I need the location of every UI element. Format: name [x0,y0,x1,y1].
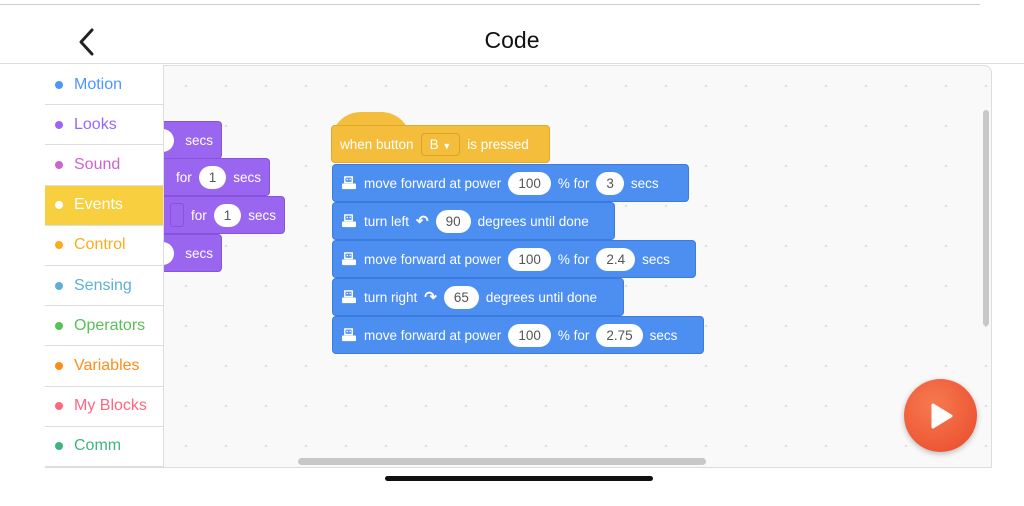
robot-icon [342,176,356,190]
block-label: secs [630,175,659,191]
category-label: Looks [74,115,117,133]
back-button[interactable] [76,27,98,57]
category-dot-icon [55,160,63,169]
block-label: move forward at power [364,251,502,267]
category-dot-icon [55,120,63,129]
block-label: % for [557,251,590,267]
palette-block[interactable]: for 1 secs [150,196,285,234]
value-input[interactable]: 2.75 [596,323,643,347]
turn-left-icon: ↶ [416,213,429,230]
chevron-left-icon [79,28,94,56]
horizontal-scrollbar[interactable] [298,458,706,465]
dropdown[interactable] [169,203,184,227]
category-dot-icon [55,201,63,210]
category-events[interactable]: Events [45,185,163,226]
category-dot-icon [55,80,63,89]
category-operators[interactable]: Operators [45,306,163,347]
category-label: Operators [74,316,146,334]
category-sound[interactable]: Sound [45,145,163,186]
dropdown-value: B [429,136,439,152]
category-label: Sensing [74,276,132,294]
category-control[interactable]: Control [45,226,163,266]
move-forward-block[interactable]: move forward at power 100 % for 2.75 secs [332,316,704,354]
category-label: Comm [74,437,122,455]
category-dot-icon [55,402,63,411]
category-label: Events [74,196,123,214]
when-button-pressed-block[interactable]: when button B ▼ is pressed [331,125,550,163]
move-forward-block[interactable]: move forward at power 100 % for 3 secs [332,164,689,202]
run-button[interactable] [904,379,977,452]
category-label: Variables [74,356,140,374]
page-title: Code [484,27,540,53]
block-label: secs [248,207,276,223]
value-input[interactable]: 90 [435,209,471,233]
category-dot-icon [55,321,63,330]
block-label: for [175,169,192,185]
turn-right-icon: ↷ [424,289,437,306]
category-label: Motion [74,75,123,93]
robot-icon [342,214,356,228]
category-dot-icon [55,281,63,290]
block-label: % for [557,327,590,343]
category-looks[interactable]: Looks [45,105,163,146]
category-dot-icon [55,241,63,250]
category-dot-icon [55,442,63,451]
turn-right-block[interactable]: turn right ↷ 65 degrees until done [332,278,624,316]
block-label: turn right [364,289,418,305]
block-label: % for [557,175,590,191]
turn-left-block[interactable]: turn left ↶ 90 degrees until done [332,202,615,240]
block-label: move forward at power [364,175,502,191]
block-label: secs [642,251,670,267]
move-forward-block[interactable]: move forward at power 100 % for 2.4 secs [332,240,696,278]
value-input[interactable]: 3 [596,171,624,195]
block-label: secs [233,169,261,185]
category-label: My Blocks [74,397,147,415]
category-label: Control [74,236,126,254]
caret-down-icon: ▼ [442,140,452,151]
category-comm[interactable]: Comm [45,427,163,467]
home-indicator [385,476,653,481]
block-label: secs [185,132,213,148]
block-label: degrees until done [485,289,597,305]
button-dropdown[interactable]: B ▼ [420,132,461,156]
category-label: Sound [74,155,121,173]
block-label: when button [340,136,414,152]
category-sensing[interactable]: Sensing [45,266,163,307]
vertical-scrollbar[interactable] [983,110,989,326]
top-divider [0,4,980,5]
robot-icon [342,252,356,266]
robot-icon [342,328,356,342]
block-label: secs [185,245,213,261]
robot-icon [342,290,356,304]
block-label: turn left [364,213,410,229]
block-label: move forward at power [364,327,502,343]
value-input[interactable]: 1 [213,203,242,227]
value-input[interactable]: 100 [508,323,551,347]
category-variables[interactable]: Variables [45,346,163,387]
block-label: is pressed [467,136,529,152]
value-input[interactable]: 1 [198,165,227,189]
category-dot-icon [55,361,63,370]
value-input[interactable]: 100 [508,171,551,195]
block-label: for [190,207,207,223]
header: Code [0,5,1024,64]
category-motion[interactable]: Motion [45,65,163,106]
category-my-blocks[interactable]: My Blocks [45,387,163,427]
block-label: secs [649,327,678,343]
block-label: degrees until done [477,213,589,229]
value-input[interactable]: 65 [443,285,479,309]
palette-block[interactable]: for 1 secs [150,158,270,196]
value-input[interactable]: 2.4 [596,247,636,271]
play-icon [931,403,952,428]
value-input[interactable]: 100 [508,247,551,271]
